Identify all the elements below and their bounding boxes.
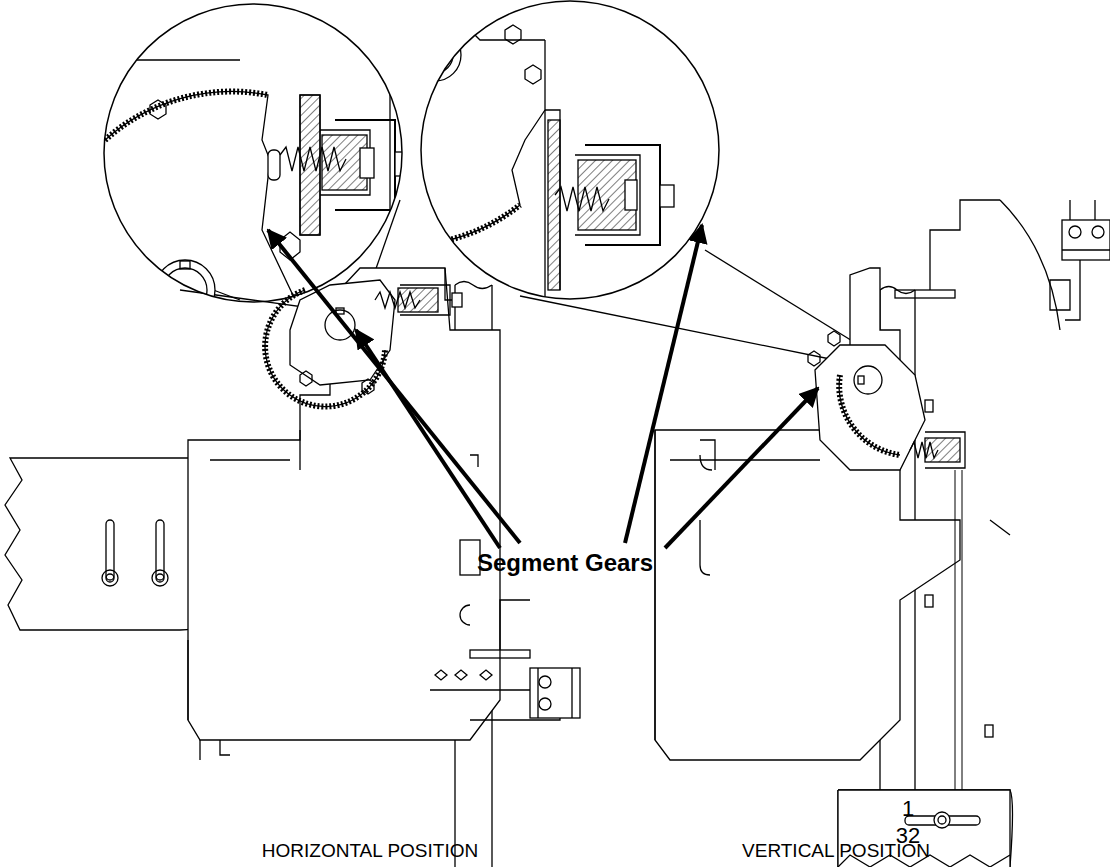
view-caption: VERTICAL POSITION <box>742 841 930 862</box>
dimension-numerator: 1 <box>902 797 914 821</box>
right-assembly <box>520 200 1110 867</box>
leader-arrows <box>268 225 818 548</box>
detail-circle <box>421 1 719 299</box>
left-assembly <box>5 200 580 867</box>
part-label: Segment Gears <box>477 550 653 576</box>
right-detail-view <box>409 0 674 310</box>
left-detail-view <box>105 0 407 320</box>
view-caption: HORIZONTAL POSITION <box>262 841 478 862</box>
detail-circle <box>104 4 402 302</box>
